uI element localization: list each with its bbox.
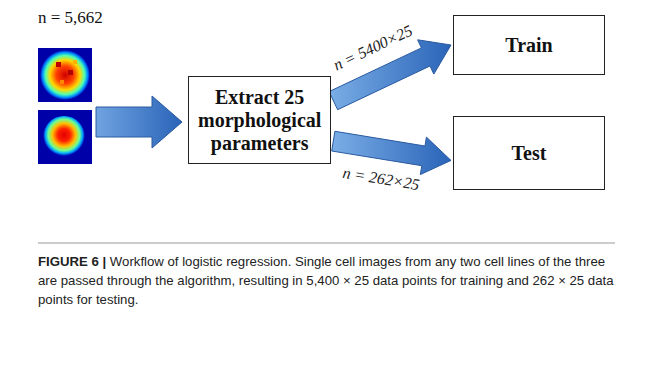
sample-count: n = 5,662 (38, 8, 103, 28)
process-box: Train (453, 15, 605, 75)
caption-rule (38, 243, 615, 244)
figure-caption: FIGURE 6 | Workflow of logistic regressi… (38, 252, 623, 309)
cell-image (38, 48, 92, 102)
flow-arrow (96, 96, 182, 148)
box-text: Train (505, 34, 552, 57)
box-text: Extract 25 morphological parameters (197, 86, 322, 155)
process-box: Test (453, 116, 605, 190)
edge-label: n = 262×25 (342, 164, 421, 194)
cell-image (38, 110, 92, 164)
process-box: Extract 25 morphological parameters (188, 76, 331, 164)
box-text: Test (512, 142, 547, 165)
